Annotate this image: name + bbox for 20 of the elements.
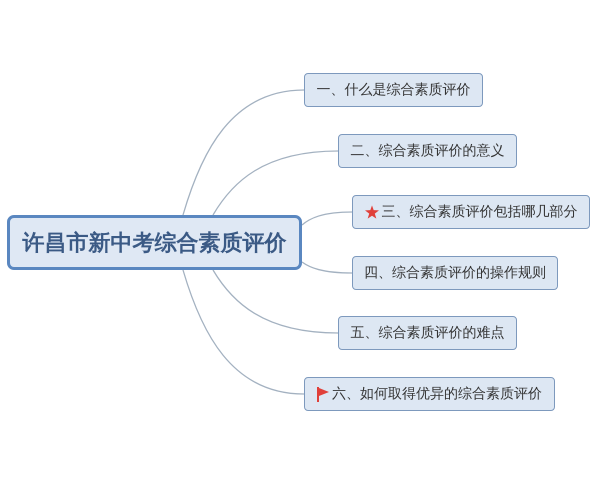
topic-box xyxy=(338,134,517,168)
connector-line xyxy=(212,270,338,334)
topic-box xyxy=(304,377,555,411)
topic-text: 六、如何取得优异的综合素质评价 xyxy=(332,385,542,403)
topic-box xyxy=(352,256,558,290)
connector-line xyxy=(182,270,304,395)
connector-line xyxy=(302,261,352,274)
topic-text: 五、综合素质评价的难点 xyxy=(350,324,504,342)
connector-line xyxy=(302,211,352,226)
topic-text: 一、什么是综合素质评价 xyxy=(316,81,470,99)
central-topic-text: 许昌市新中考综合素质评价 xyxy=(22,230,286,258)
topic-box xyxy=(352,195,590,229)
connector-line xyxy=(212,150,338,216)
topic-box xyxy=(304,73,483,107)
connector-line xyxy=(182,89,304,216)
topic-text: 四、综合素质评价的操作规则 xyxy=(364,264,546,282)
topic-text: 二、综合素质评价的意义 xyxy=(350,142,504,160)
topic-text: 三、综合素质评价包括哪几部分 xyxy=(382,203,578,221)
topic-box xyxy=(338,316,517,350)
central-topic-box xyxy=(7,215,302,270)
